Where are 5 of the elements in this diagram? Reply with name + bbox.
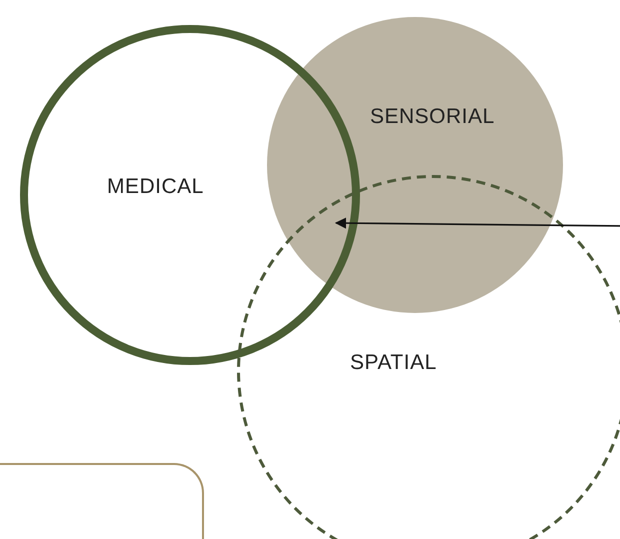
circle-label: SPATIAL	[350, 351, 437, 375]
circle-label: SENSORIAL	[370, 105, 495, 129]
circle-label: MEDICAL	[107, 175, 204, 199]
arrow	[334, 218, 620, 229]
rounded-box	[0, 463, 204, 539]
